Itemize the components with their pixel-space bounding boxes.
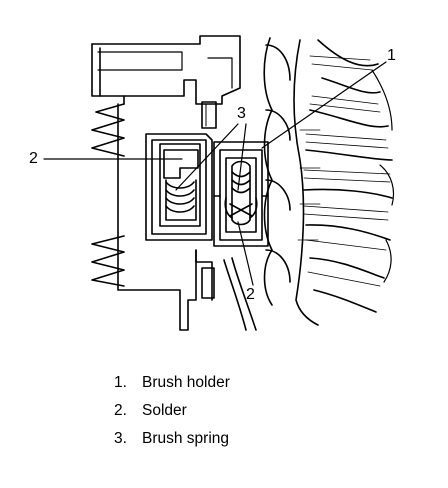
legend-item-brush-spring: 3. Brush spring [114, 430, 230, 458]
brush-holder-left [145, 133, 213, 241]
legend-label: Solder [142, 402, 187, 419]
legend-label: Brush holder [142, 374, 230, 391]
leader-2b [237, 221, 254, 286]
leader-lines [43, 61, 387, 286]
brush-holder-right [213, 141, 269, 247]
legend: 1. Brush holder 2. Solder 3. Brush spring [114, 374, 230, 458]
legend-number: 2. [114, 402, 127, 419]
housing [91, 35, 257, 331]
rotor-fins [263, 37, 395, 326]
legend-label: Brush spring [142, 430, 230, 447]
alternator-brush-holder-illustration [43, 35, 395, 331]
callout-1: 1 [387, 47, 396, 64]
callout-2-left: 2 [29, 150, 38, 167]
legend-item-brush-holder: 1. Brush holder [114, 374, 230, 402]
leader-1 [261, 61, 387, 149]
callout-3: 3 [237, 105, 246, 122]
heat-sink-fins [91, 103, 125, 287]
legend-number: 3. [114, 430, 127, 447]
legend-number: 1. [114, 374, 127, 391]
leader-3a [175, 123, 239, 191]
leader-3b [237, 123, 247, 191]
callout-2-bottom: 2 [246, 286, 255, 303]
legend-item-solder: 2. Solder [114, 402, 230, 430]
